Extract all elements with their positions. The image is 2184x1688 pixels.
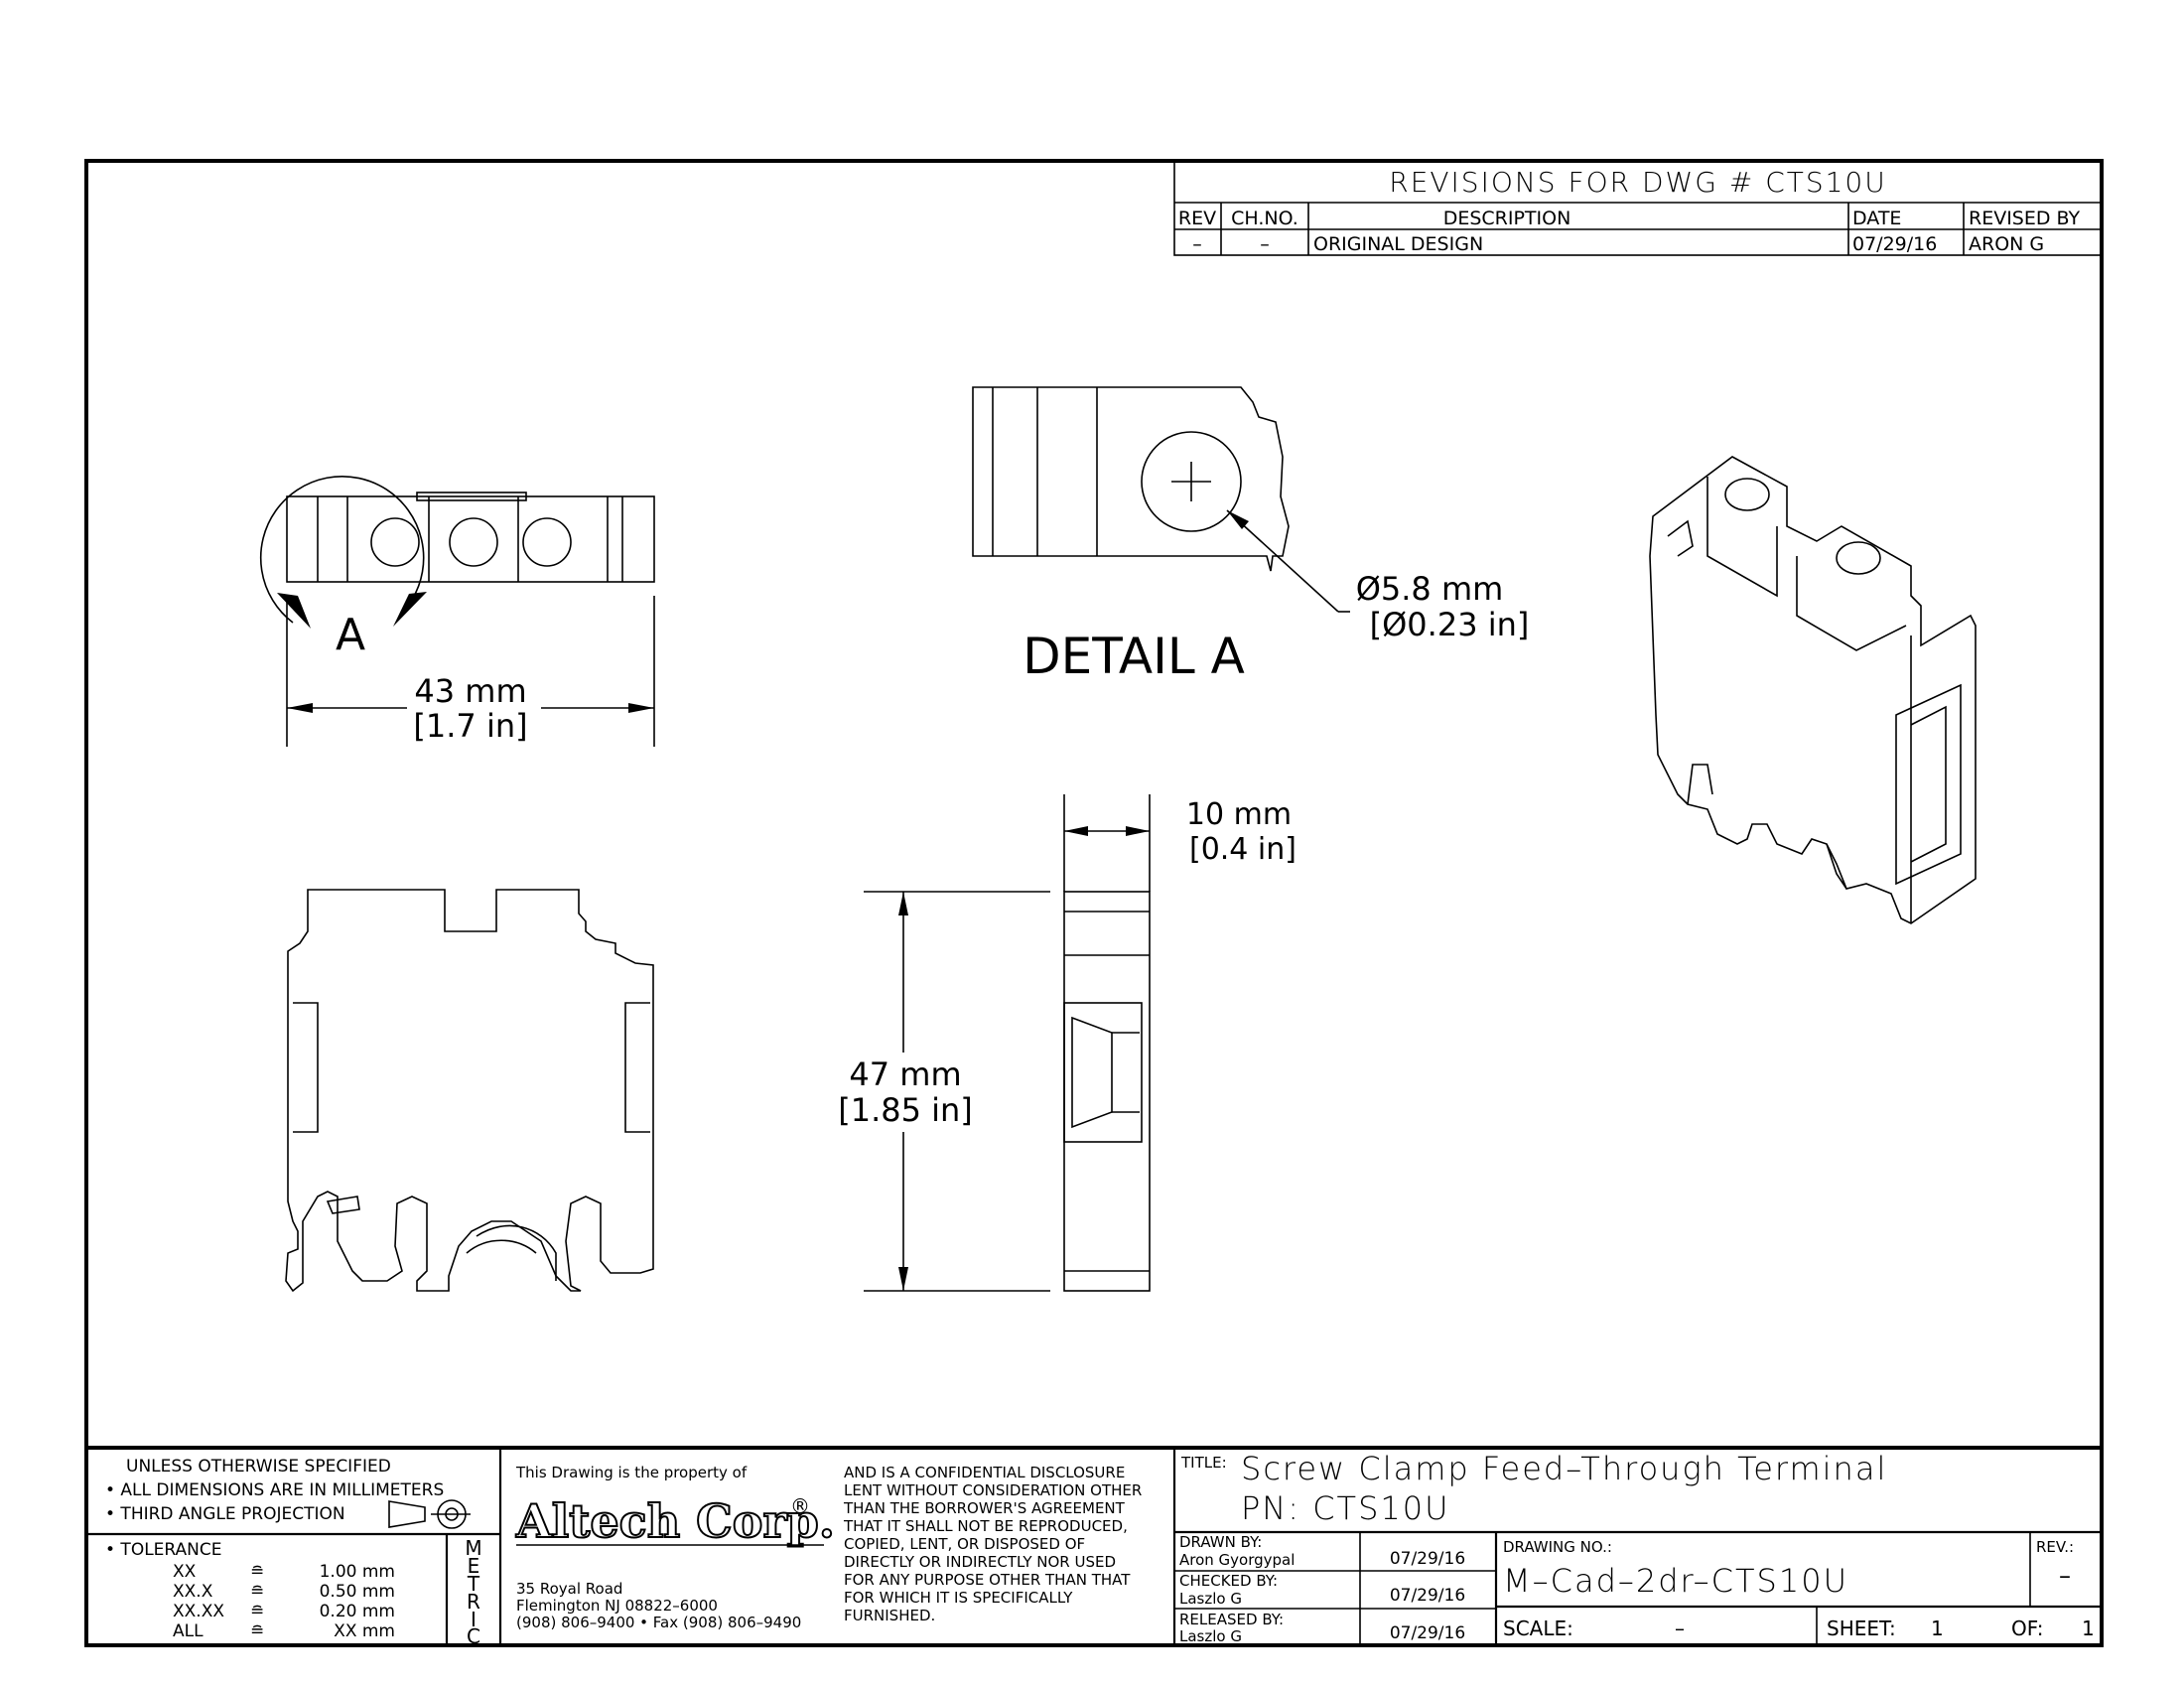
front-view xyxy=(285,889,654,1293)
rev-label: REV.: xyxy=(2036,1538,2074,1556)
notes-line1: UNLESS OTHERWISE SPECIFIED xyxy=(126,1457,391,1477)
rev-cell: – xyxy=(1192,233,1202,255)
disclosure-line-3: THAT IT SHALL NOT BE REPRODUCED, xyxy=(843,1517,1128,1535)
drawn-by-name: Aron Gyorgypal xyxy=(1179,1551,1295,1569)
disclosure-line-0: AND IS A CONFIDENTIAL DISCLOSURE xyxy=(844,1464,1125,1481)
disclosure-line-8: FURNISHED. xyxy=(844,1607,935,1624)
tol-sym-0: ≘ xyxy=(250,1562,264,1582)
tol-label-1: XX.X xyxy=(173,1582,213,1602)
height-dim-mm: 47 mm xyxy=(849,1055,961,1093)
top-view: A 43 mm [1.7 in] xyxy=(259,476,655,747)
title-label: TITLE: xyxy=(1180,1454,1227,1472)
drawing-no-label: DRAWING NO.: xyxy=(1503,1538,1612,1556)
disclosure-line-1: LENT WITHOUT CONSIDERATION OTHER xyxy=(844,1481,1142,1499)
sheet-value: 1 xyxy=(1931,1617,1944,1640)
metric-letter-5: C xyxy=(467,1624,480,1648)
drawn-by-label: DRAWN BY: xyxy=(1179,1533,1262,1551)
released-date: 07/29/16 xyxy=(1390,1623,1465,1643)
metric-letter-4: I xyxy=(471,1608,477,1631)
tol-sym-3: ≘ xyxy=(250,1621,264,1641)
side-view: 10 mm [0.4 in] 47 mm [1.85 in] xyxy=(838,794,1297,1292)
checked-by-name: Laszlo G xyxy=(1179,1590,1242,1608)
disclosure-line-5: DIRECTLY OR INDIRECTLY NOR USED xyxy=(844,1553,1116,1571)
chno-cell: – xyxy=(1260,233,1270,255)
sheet-label: SHEET: xyxy=(1827,1617,1896,1640)
metric-letter-0: M xyxy=(465,1536,481,1560)
disclosure-line-6: FOR ANY PURPOSE OTHER THAN THAT xyxy=(844,1571,1131,1589)
metric-letter-1: E xyxy=(468,1554,480,1578)
tol-label-0: XX xyxy=(173,1562,197,1582)
third-angle-projection-icon xyxy=(388,1499,471,1529)
tol-value-0: 1.00 mm xyxy=(320,1562,395,1582)
width-dim-in: [1.7 in] xyxy=(413,707,527,745)
tol-value-2: 0.20 mm xyxy=(320,1602,395,1621)
property-intro: This Drawing is the property of xyxy=(515,1464,748,1481)
isometric-view xyxy=(1649,456,1977,924)
detail-marker-label: A xyxy=(336,610,365,660)
released-by-label: RELEASED BY: xyxy=(1179,1611,1284,1628)
detail-arrow-right xyxy=(393,592,427,627)
detail-a-view: Ø5.8 mm [Ø0.23 in] DETAIL A xyxy=(972,386,1530,685)
drawing-border xyxy=(84,159,2104,1647)
revisions-title: REVISIONS FOR DWG # CTS10U xyxy=(1389,166,1887,199)
date-cell: 07/29/16 xyxy=(1852,233,1937,255)
notes-line3: • THIRD ANGLE PROJECTION xyxy=(105,1504,345,1524)
tol-value-1: 0.50 mm xyxy=(320,1582,395,1602)
drawn-date: 07/29/16 xyxy=(1390,1549,1465,1569)
address-line1: 35 Royal Road xyxy=(516,1580,622,1598)
address-phone: (908) 806–9400 • Fax (908) 806–9490 xyxy=(516,1614,801,1631)
hole-dim-in: [Ø0.23 in] xyxy=(1370,606,1530,643)
description-header: DESCRIPTION xyxy=(1443,208,1571,229)
width-dim-mm: 43 mm xyxy=(414,672,526,710)
rev-value: – xyxy=(2059,1562,2071,1590)
thickness-dim-in: [0.4 in] xyxy=(1189,832,1297,867)
tol-label-3: ALL xyxy=(173,1621,204,1641)
title-block: UNLESS OTHERWISE SPECIFIED • ALL DIMENSI… xyxy=(86,1446,2102,1648)
drawing-title: Screw Clamp Feed–Through Terminal xyxy=(1241,1450,1887,1487)
of-value: 1 xyxy=(2082,1617,2095,1640)
detail-arrow-left xyxy=(277,593,311,629)
tol-sym-1: ≘ xyxy=(250,1582,264,1602)
scale-label: SCALE: xyxy=(1503,1617,1573,1640)
drawing-number: M–Cad–2dr–CTS10U xyxy=(1503,1562,1848,1600)
checked-date: 07/29/16 xyxy=(1390,1586,1465,1606)
rev-header: REV xyxy=(1178,208,1216,229)
metric-letter-3: R xyxy=(467,1590,480,1614)
of-label: OF: xyxy=(2011,1617,2043,1640)
company-logo: Altech Corp. xyxy=(515,1494,835,1548)
date-header: DATE xyxy=(1852,208,1901,229)
metric-letter-2: T xyxy=(467,1572,480,1596)
part-number: PN: CTS10U xyxy=(1241,1489,1450,1527)
company-registered-mark: ® xyxy=(790,1494,810,1518)
revised-by-header: REVISED BY xyxy=(1969,208,2081,229)
revisions-table: REVISIONS FOR DWG # CTS10U REV CH.NO. DE… xyxy=(1173,160,2103,256)
tolerance-heading: • TOLERANCE xyxy=(105,1540,222,1560)
detail-a-title: DETAIL A xyxy=(1023,628,1245,685)
description-cell: ORIGINAL DESIGN xyxy=(1313,233,1483,255)
tol-value-3: XX mm xyxy=(334,1621,395,1641)
address-line2: Flemington NJ 08822–6000 xyxy=(516,1597,718,1615)
detail-circle xyxy=(259,476,425,624)
hole-dim-mm: Ø5.8 mm xyxy=(1356,570,1504,608)
chno-header: CH.NO. xyxy=(1231,208,1298,229)
tol-label-2: XX.XX xyxy=(173,1602,224,1621)
tol-sym-2: ≘ xyxy=(250,1602,264,1621)
height-dim-in: [1.85 in] xyxy=(838,1091,973,1129)
scale-value: – xyxy=(1675,1617,1685,1640)
revised-by-cell: ARON G xyxy=(1969,233,2044,255)
disclosure-line-4: COPIED, LENT, OR DISPOSED OF xyxy=(844,1535,1085,1553)
notes-line2: • ALL DIMENSIONS ARE IN MILLIMETERS xyxy=(105,1480,444,1500)
released-by-name: Laszlo G xyxy=(1179,1627,1242,1645)
disclosure-line-2: THAN THE BORROWER'S AGREEMENT xyxy=(843,1499,1126,1517)
thickness-dim-mm: 10 mm xyxy=(1186,797,1292,832)
checked-by-label: CHECKED BY: xyxy=(1179,1572,1278,1590)
disclosure-line-7: FOR WHICH IT IS SPECIFICALLY xyxy=(844,1589,1073,1607)
